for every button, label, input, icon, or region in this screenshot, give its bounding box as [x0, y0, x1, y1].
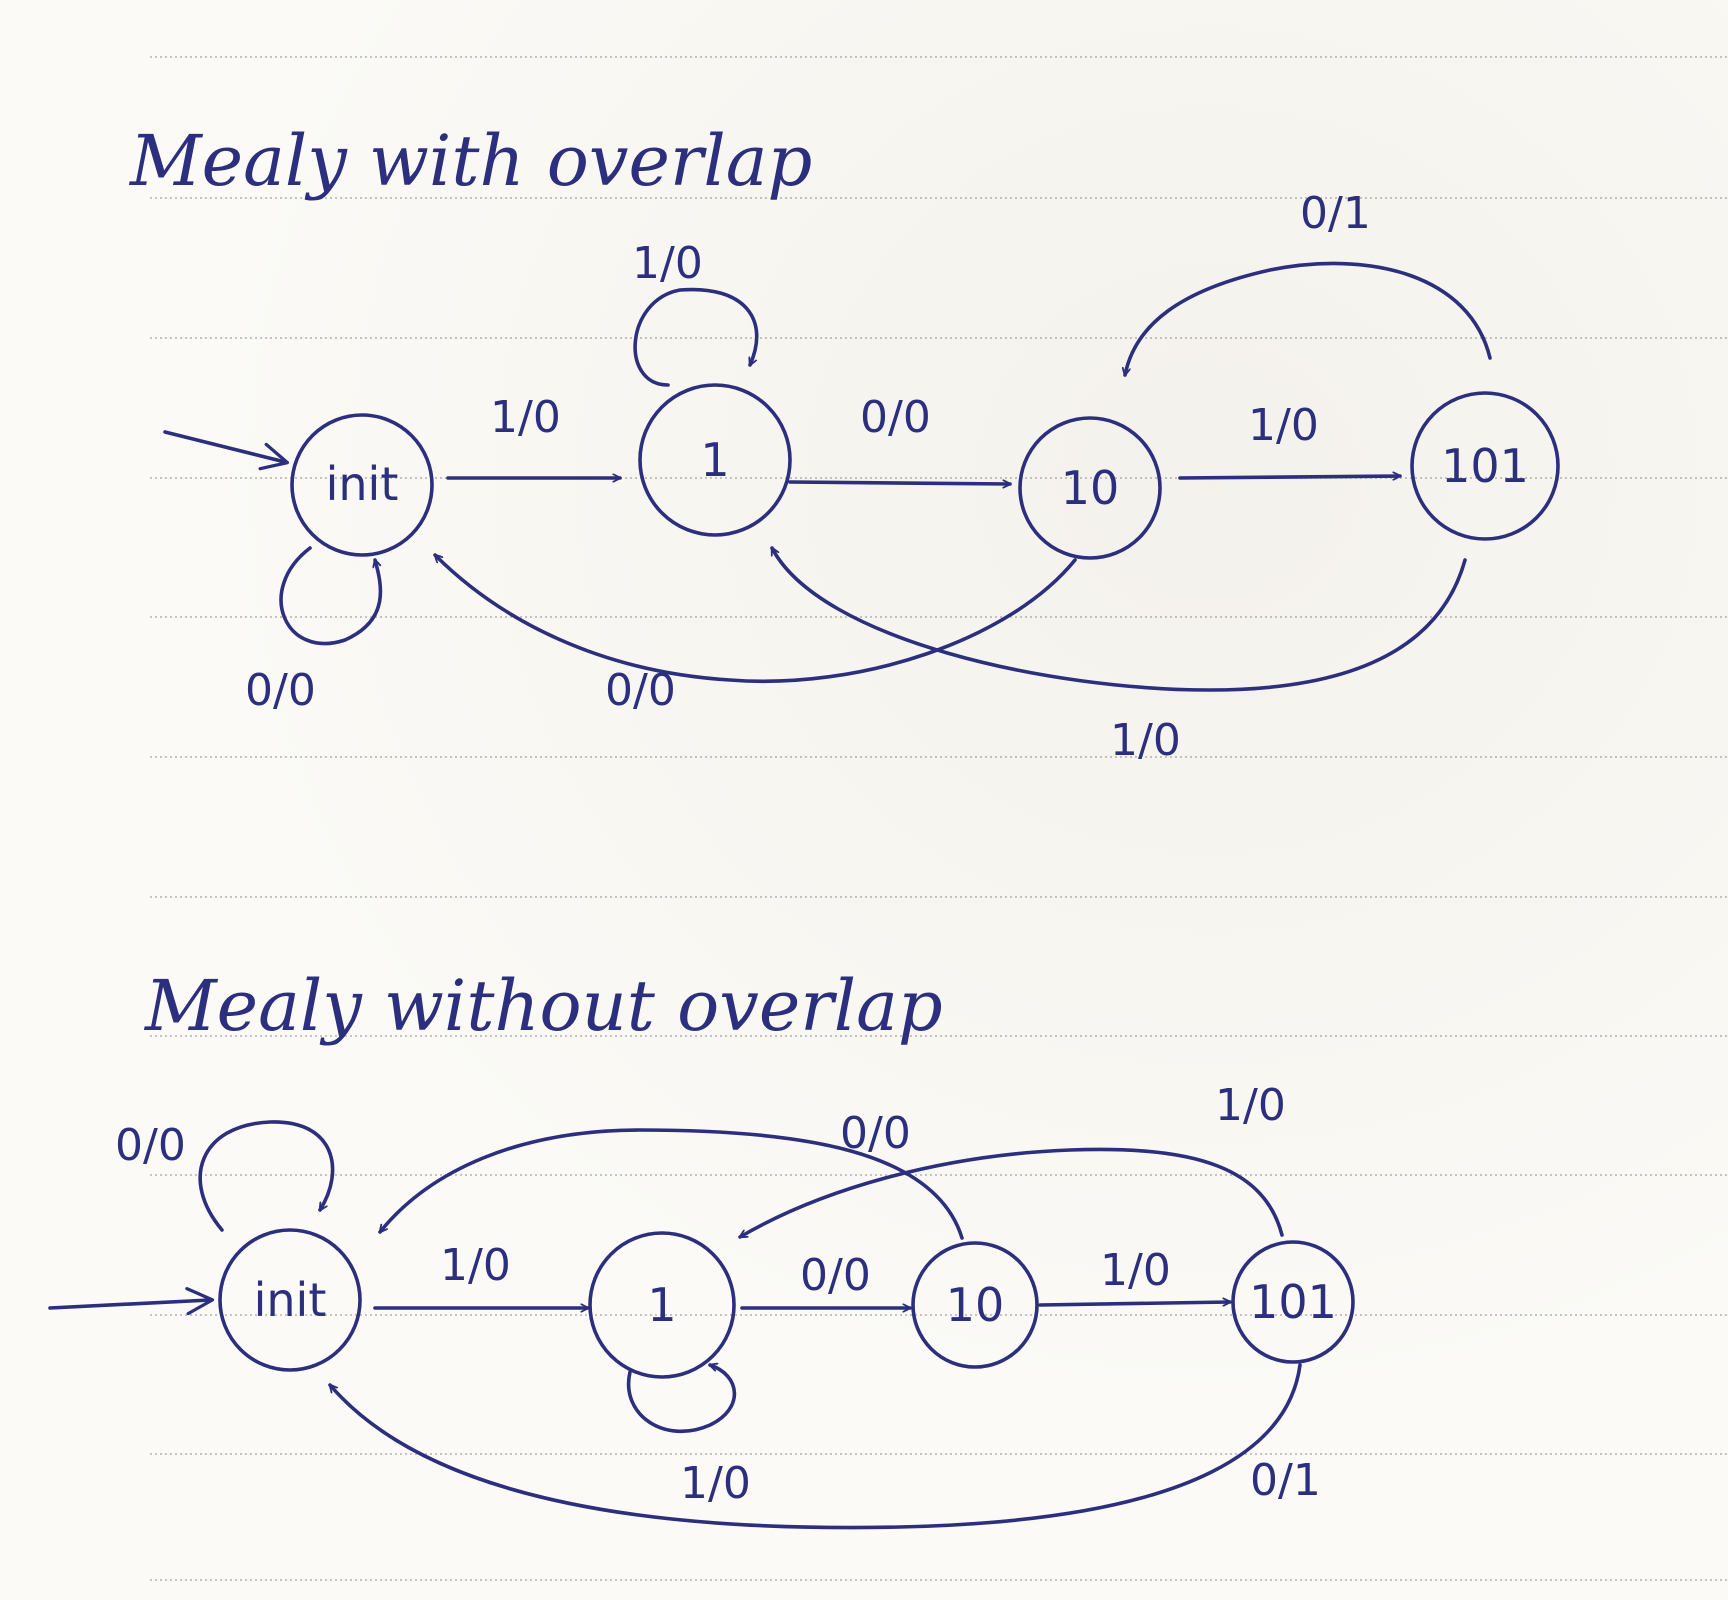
- edge-label-101-1: 1/0: [1110, 715, 1181, 766]
- state-label: 101: [1249, 1275, 1337, 1329]
- state-101: 101: [1231, 1240, 1355, 1364]
- state-label: 1: [647, 1278, 676, 1332]
- edge-label-init-1: 1/0: [490, 392, 561, 443]
- state-label: 1: [700, 433, 729, 487]
- edge-1-1: [633, 287, 759, 387]
- state-1: 1: [638, 383, 792, 537]
- edge-1-1: [626, 1365, 737, 1434]
- state-101: 101: [1410, 391, 1560, 541]
- edge-label-10-101: 1/0: [1100, 1245, 1171, 1296]
- diagram-without-overlap: Mealy without overlap init 1 10 101: [48, 965, 1355, 1530]
- edge-10-101: [1178, 476, 1402, 478]
- edge-label-10-init: 0/0: [605, 665, 676, 716]
- state-label: 10: [946, 1278, 1005, 1332]
- edge-label-init-init: 0/0: [245, 665, 316, 716]
- edge-101-10: [1125, 261, 1492, 377]
- state-10: 10: [911, 1241, 1039, 1369]
- state-10: 10: [1018, 416, 1162, 560]
- edge-10-101: [1038, 1302, 1232, 1307]
- state-label: init: [326, 457, 399, 511]
- edge-101-1: [770, 546, 1467, 692]
- edge-101-init: [328, 1363, 1302, 1530]
- diagram-title: Mealy without overlap: [143, 965, 943, 1047]
- state-init: init: [218, 1228, 362, 1372]
- edge-label-101-10: 0/1: [1300, 188, 1371, 239]
- diagram-with-overlap: Mealy with overlap init 1 10 101 1/: [128, 120, 1560, 766]
- state-label: 10: [1061, 461, 1120, 515]
- edge-label-init-init: 0/0: [115, 1120, 186, 1171]
- edge-label-10-101: 1/0: [1248, 400, 1319, 451]
- edge-label-1-10: 0/0: [860, 392, 931, 443]
- edge-10-init: [433, 553, 1077, 684]
- edge-label-init-1: 1/0: [440, 1240, 511, 1291]
- edge-label-1-1: 1/0: [680, 1458, 751, 1509]
- edge-init-init: [198, 1120, 335, 1232]
- state-1: 1: [588, 1231, 736, 1379]
- edge-label-1-10: 0/0: [800, 1250, 871, 1301]
- edge-10-init: [378, 1128, 964, 1240]
- state-label: 101: [1441, 439, 1529, 493]
- ruled-lines: [150, 56, 1728, 1581]
- state-label: init: [254, 1273, 327, 1327]
- diagram-title: Mealy with overlap: [128, 120, 812, 202]
- state-init: init: [290, 413, 434, 557]
- edge-label-10-init: 0/0: [840, 1108, 911, 1159]
- start-arrow: [48, 1287, 215, 1316]
- edge-1-10: [788, 482, 1012, 484]
- edge-101-1: [738, 1147, 1284, 1239]
- edge-label-101-init: 0/1: [1250, 1455, 1321, 1506]
- edge-init-init: [279, 546, 383, 646]
- edge-label-1-1: 1/0: [632, 238, 703, 289]
- edge-label-101-1: 1/0: [1215, 1080, 1286, 1131]
- start-arrow: [163, 430, 290, 471]
